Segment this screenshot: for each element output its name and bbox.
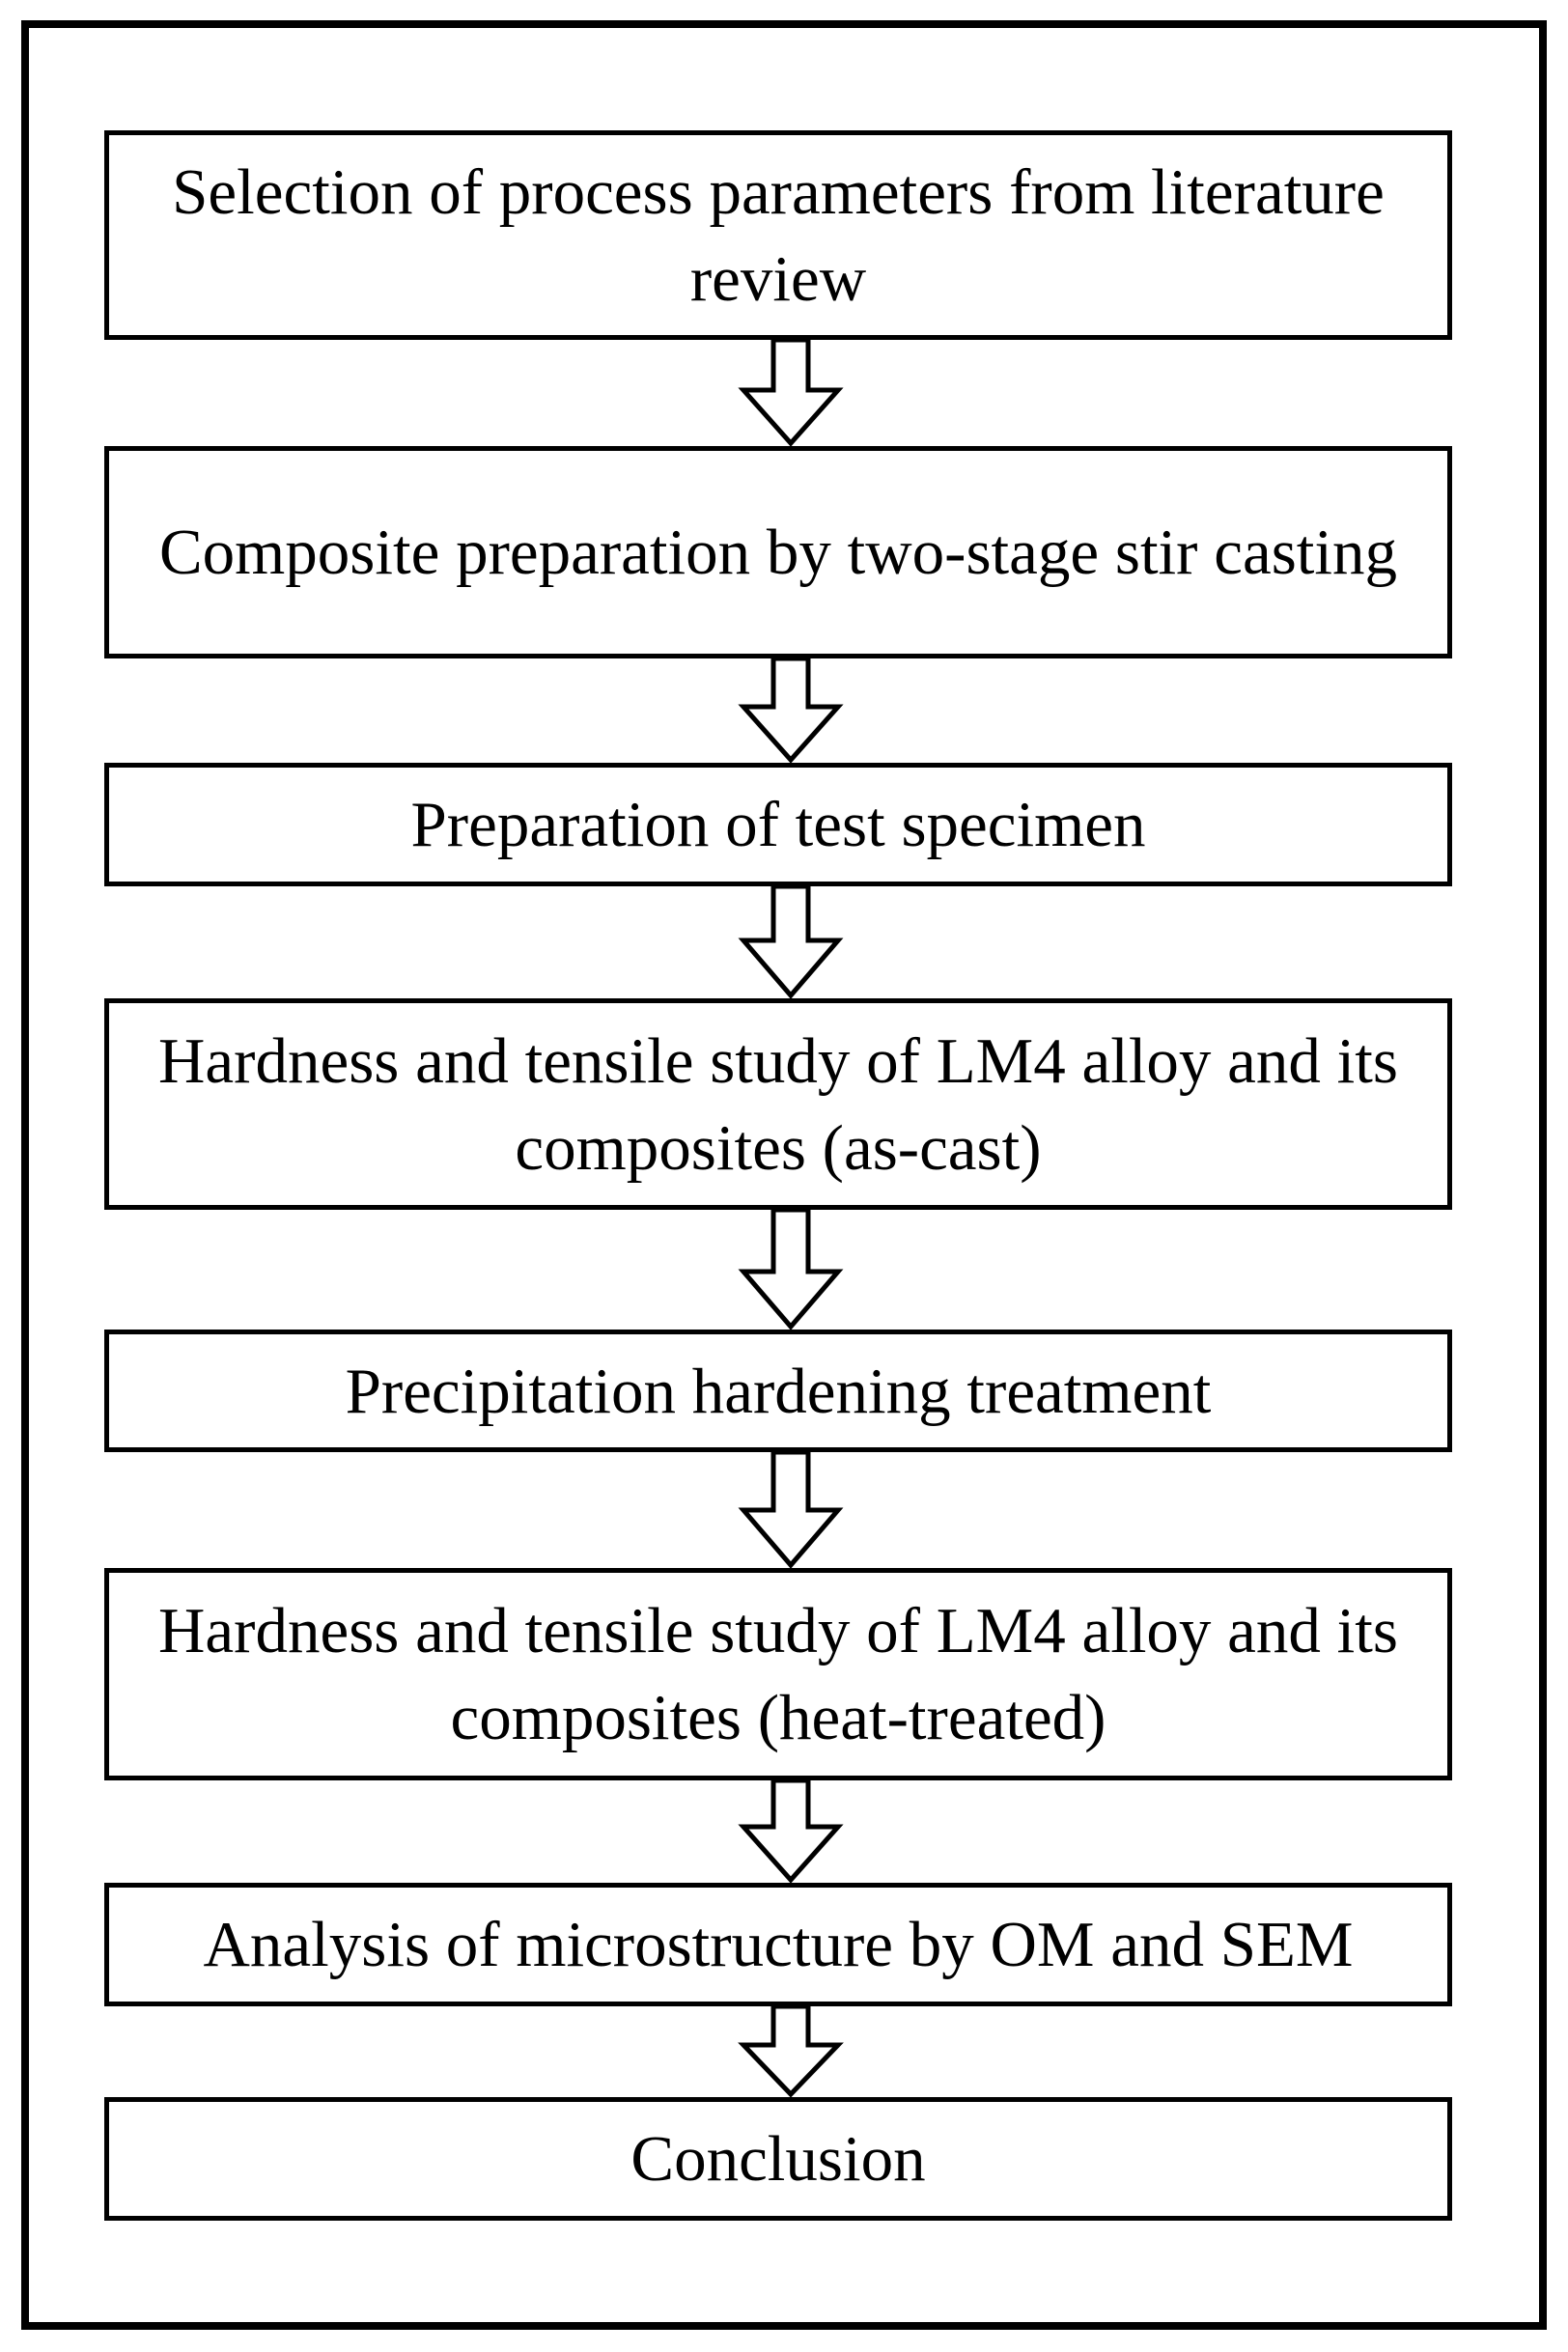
step-label-7: Analysis of microstructure by OM and SEM xyxy=(203,1909,1354,1980)
step-box-4: Hardness and tensile study of LM4 alloy … xyxy=(104,998,1452,1210)
step-box-7: Analysis of microstructure by OM and SEM xyxy=(104,1883,1452,2006)
step-box-1: Selection of process parameters from lit… xyxy=(104,130,1452,340)
step-box-6: Hardness and tensile study of LM4 alloy … xyxy=(104,1568,1452,1780)
down-arrow-icon xyxy=(738,340,844,446)
step-box-5: Precipitation hardening treatment xyxy=(104,1330,1452,1452)
step-box-8: Conclusion xyxy=(104,2097,1452,2221)
down-arrow-icon xyxy=(738,1780,844,1883)
step-box-3: Preparation of test specimen xyxy=(104,763,1452,886)
step-box-2: Composite preparation by two-stage stir … xyxy=(104,446,1452,658)
step-label-5: Precipitation hardening treatment xyxy=(345,1355,1212,1427)
step-label-1: Selection of process parameters from lit… xyxy=(172,155,1385,315)
step-label-3: Preparation of test specimen xyxy=(410,789,1146,860)
step-label-4: Hardness and tensile study of LM4 alloy … xyxy=(158,1024,1398,1184)
down-arrow-icon xyxy=(738,2006,844,2097)
down-arrow-icon xyxy=(738,1210,844,1330)
step-label-8: Conclusion xyxy=(630,2123,926,2195)
down-arrow-icon xyxy=(738,886,844,998)
down-arrow-icon xyxy=(738,658,844,763)
step-label-6: Hardness and tensile study of LM4 alloy … xyxy=(158,1595,1398,1753)
down-arrow-icon xyxy=(738,1452,844,1568)
step-label-2: Composite preparation by two-stage stir … xyxy=(158,517,1398,588)
